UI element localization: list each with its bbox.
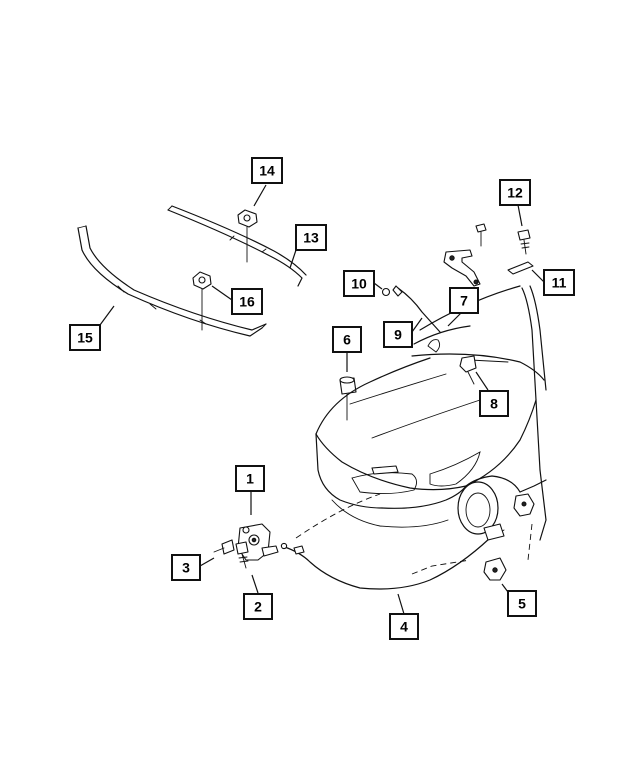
callout-8: 8 — [479, 390, 509, 417]
svg-text:16: 16 — [239, 294, 255, 310]
svg-text:6: 6 — [343, 332, 351, 348]
svg-text:4: 4 — [400, 619, 408, 635]
cowl-seal — [167, 205, 307, 287]
release-handle — [483, 523, 507, 581]
hood-hinge — [443, 223, 487, 287]
svg-text:14: 14 — [259, 163, 275, 179]
svg-text:7: 7 — [460, 293, 468, 309]
callout-15: 15 — [69, 324, 101, 351]
svg-text:15: 15 — [77, 330, 93, 346]
leader-lines — [99, 184, 545, 615]
latch-screw — [213, 539, 235, 555]
callout-5: 5 — [507, 590, 537, 617]
svg-text:9: 9 — [394, 327, 402, 343]
svg-text:5: 5 — [518, 596, 526, 612]
callout-3: 3 — [171, 554, 201, 581]
callout-1: 1 — [235, 465, 265, 492]
hood-bumper — [339, 376, 357, 421]
seal-clip-upper — [237, 209, 258, 263]
callout-6: 6 — [332, 326, 362, 353]
svg-text:11: 11 — [552, 275, 567, 291]
callout-12: 12 — [499, 179, 531, 206]
svg-text:13: 13 — [303, 230, 319, 246]
svg-text:3: 3 — [182, 560, 190, 576]
callout-9: 9 — [383, 321, 413, 348]
svg-text:2: 2 — [254, 599, 262, 615]
callout-16: 16 — [231, 288, 263, 315]
seal-strip — [507, 261, 534, 275]
svg-text:8: 8 — [490, 396, 498, 412]
svg-text:1: 1 — [246, 471, 254, 487]
callout-4: 4 — [389, 613, 419, 640]
svg-text:12: 12 — [507, 185, 523, 201]
seal-clip-lower — [192, 271, 212, 331]
hinge-bolt — [517, 229, 531, 255]
latch-bolt — [235, 541, 249, 569]
svg-text:10: 10 — [351, 276, 367, 292]
callout-14: 14 — [251, 157, 283, 184]
prop-rod-clip — [459, 355, 477, 385]
callout-2: 2 — [243, 593, 273, 620]
hood-release-cable — [280, 493, 533, 590]
front-hood-seal — [77, 225, 267, 337]
callout-7: 7 — [449, 287, 479, 314]
callout-10: 10 — [343, 270, 375, 297]
vehicle-body — [315, 285, 547, 541]
callout-11: 11 — [543, 269, 575, 296]
hood-prop-rod — [381, 285, 441, 333]
callout-13: 13 — [295, 224, 327, 251]
